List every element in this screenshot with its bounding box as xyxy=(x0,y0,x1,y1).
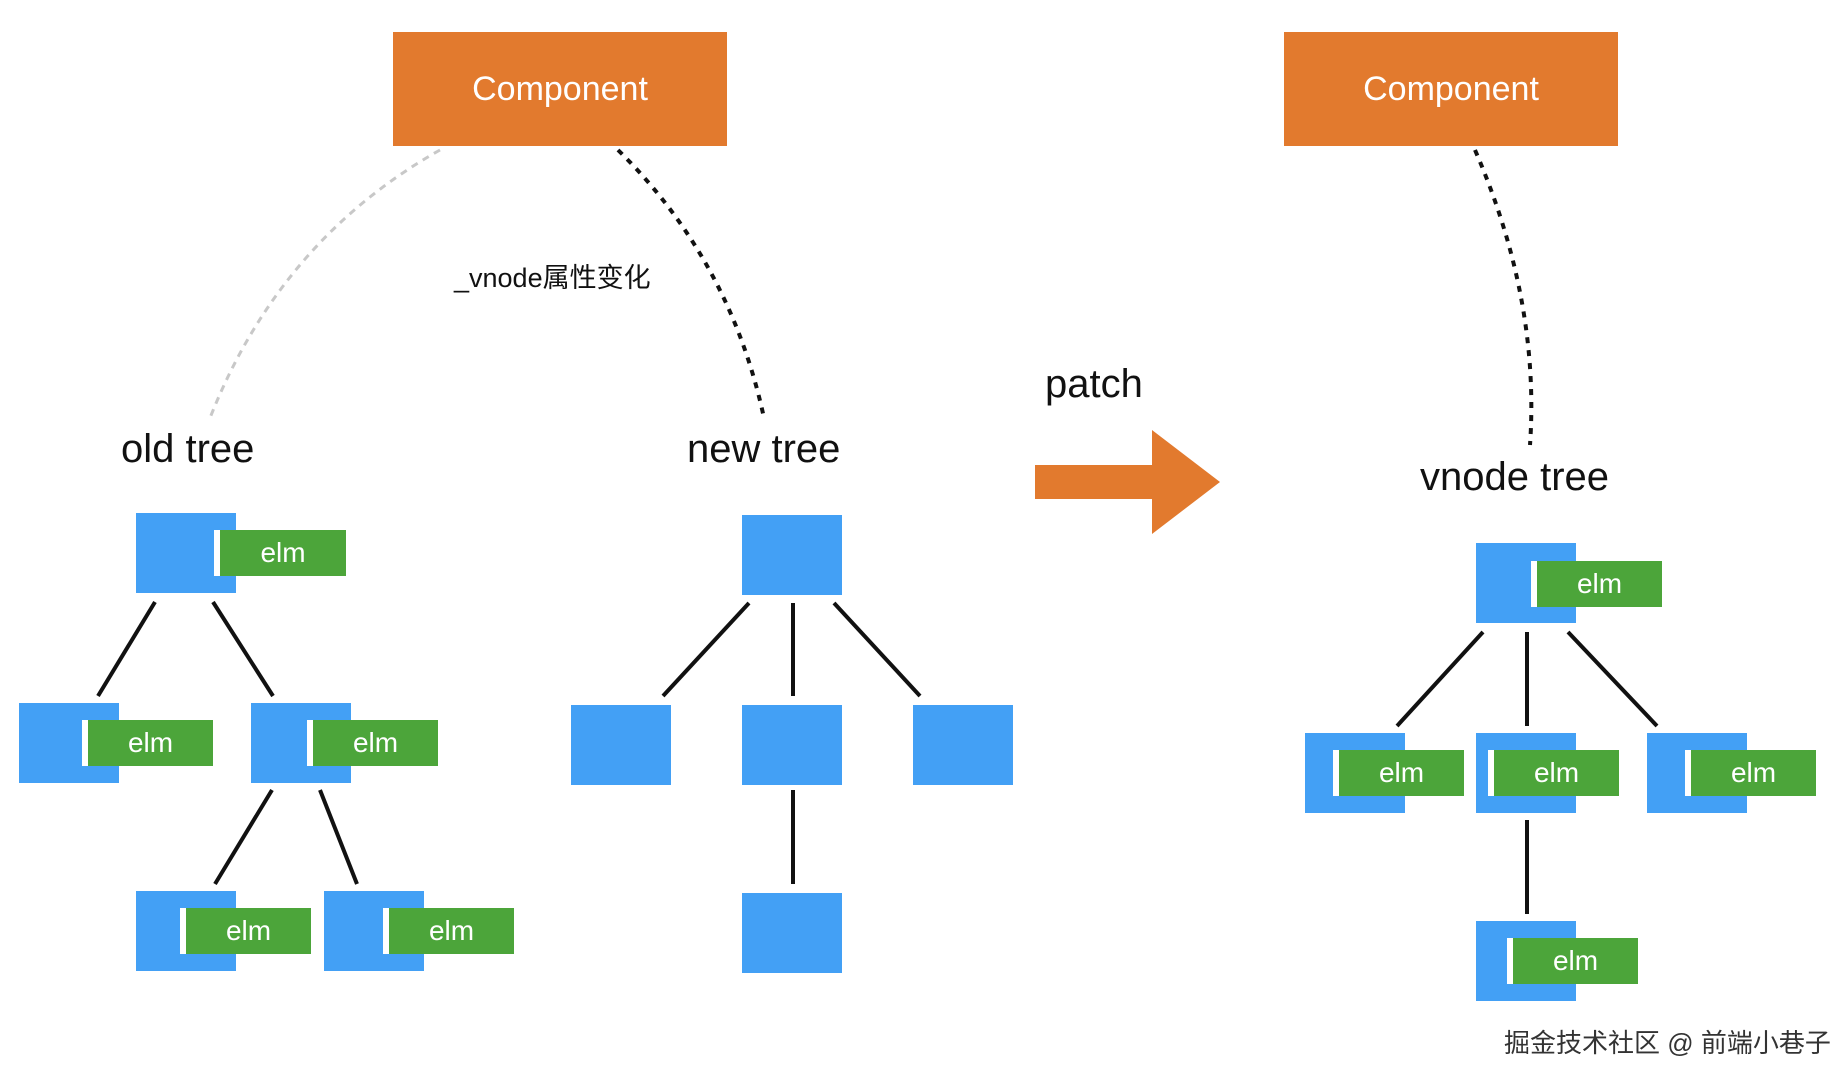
new-tree-grandchild-node xyxy=(742,893,842,973)
elm-tag: elm xyxy=(214,530,346,576)
elm-label: elm xyxy=(1576,568,1623,599)
elm-label: elm xyxy=(225,915,272,946)
component-box-right: Component xyxy=(1285,33,1617,145)
old-tree-edge xyxy=(318,789,359,885)
elm-tag: elm xyxy=(1531,561,1662,607)
old-tree-edge xyxy=(211,600,275,698)
elm-tag: elm xyxy=(383,908,514,954)
old-tree-edge xyxy=(96,600,157,698)
elm-tag: elm xyxy=(307,720,438,766)
elm-label: elm xyxy=(1730,757,1777,788)
new-tree-child-node xyxy=(742,705,842,785)
elm-label: elm xyxy=(1552,945,1599,976)
new-tree-root-node xyxy=(742,515,842,595)
elm-tag: elm xyxy=(180,908,311,954)
new-tree-child-node xyxy=(913,705,1013,785)
watermark: 掘金技术社区 @ 前端小巷子 xyxy=(1504,1028,1831,1058)
vnode-tree-label: vnode tree xyxy=(1420,455,1610,499)
patch-label: patch xyxy=(1045,362,1143,406)
elm-tag: elm xyxy=(1488,750,1619,796)
elm-tag: elm xyxy=(1333,750,1464,796)
new-tree-edge xyxy=(832,601,922,698)
elm-label: elm xyxy=(1533,757,1580,788)
elm-label: elm xyxy=(127,727,174,758)
elm-tag: elm xyxy=(82,720,213,766)
elm-label: elm xyxy=(352,727,399,758)
vnode-tree-edge xyxy=(1566,630,1659,728)
new-tree-label: new tree xyxy=(687,427,841,471)
component-label-right: Component xyxy=(1363,69,1539,108)
component-label-left: Component xyxy=(472,69,648,108)
old-tree-label: old tree xyxy=(121,427,255,471)
elm-tag: elm xyxy=(1685,750,1816,796)
old-tree-edge xyxy=(213,788,274,886)
new-tree-child-node xyxy=(571,705,671,785)
elm-label: elm xyxy=(260,537,306,568)
elm-tag: elm xyxy=(1507,938,1638,984)
vnode-tree-edge xyxy=(1395,630,1485,728)
old-tree-component-link xyxy=(208,148,441,419)
new-tree-edge xyxy=(661,601,751,698)
vnode-tree-component-link xyxy=(1473,149,1534,446)
new-tree-component-link xyxy=(616,148,766,419)
vnode-change-label: _vnode属性变化 xyxy=(454,263,651,293)
elm-label: elm xyxy=(428,915,475,946)
component-box-left: Component xyxy=(394,33,726,145)
patch-arrow xyxy=(1035,430,1220,534)
elm-label: elm xyxy=(1378,757,1425,788)
